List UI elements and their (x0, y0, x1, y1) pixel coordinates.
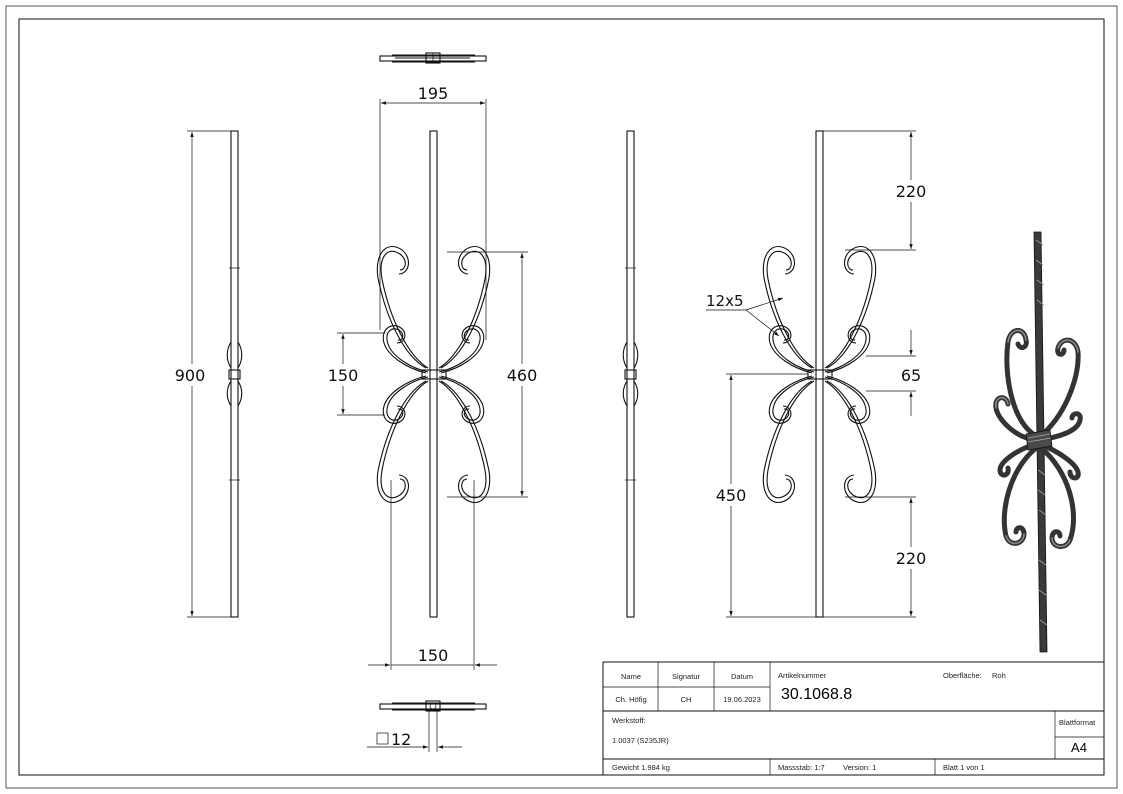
surface-label: Oberfläche: (943, 671, 982, 680)
title-block: Name Signatur Datum Artikelnummer Oberfl… (602, 661, 1105, 776)
weight: Gewicht 1.984 kg (612, 763, 670, 772)
date-header: Datum (731, 672, 753, 681)
dim-65: 65 (901, 366, 921, 385)
side-view: 900 (172, 130, 243, 618)
article-header: Artikelnummer (778, 671, 827, 680)
dim-150-vertical: 150 (328, 366, 359, 385)
dim-flat-bar: 12x5 (706, 292, 744, 310)
dim-220-top: 220 (896, 182, 927, 201)
side-view-2 (622, 130, 639, 618)
version: Version: 1 (843, 763, 876, 772)
material-label: Werkstoff: (612, 716, 645, 725)
dim-bar-section: 12 (391, 730, 411, 749)
surface-value: Roh (992, 671, 1006, 680)
bottom-plan-view: 12 (367, 700, 487, 752)
dim-150-horizontal: 150 (418, 646, 449, 665)
name-value: Ch. Höfig (615, 695, 646, 704)
dim-900: 900 (175, 366, 206, 385)
sheet-number: Blatt 1 von 1 (943, 763, 985, 772)
inner-frame (18, 18, 1105, 776)
front-view-2: 220 65 220 450 12x5 (706, 130, 929, 618)
isometric-view (993, 231, 1083, 653)
front-view: 195 150 460 150 12 (325, 52, 542, 752)
name-header: Name (621, 672, 641, 681)
material-value: 1.0037 (S235JR) (612, 736, 669, 745)
format-label: Blattformat (1059, 718, 1096, 727)
scale: Massstab: 1:7 (778, 763, 825, 772)
dim-220-bottom: 220 (896, 549, 927, 568)
format-value: A4 (1071, 740, 1087, 755)
top-plan-view (379, 52, 487, 64)
dim-460: 460 (507, 366, 538, 385)
signature-header: Signatur (672, 672, 700, 681)
article-number: 30.1068.8 (781, 686, 852, 703)
date-value: 19.06.2023 (723, 695, 761, 704)
dim-195: 195 (418, 84, 449, 103)
signature-value: CH (681, 695, 692, 704)
dim-450: 450 (716, 486, 747, 505)
outer-frame (5, 5, 1118, 789)
